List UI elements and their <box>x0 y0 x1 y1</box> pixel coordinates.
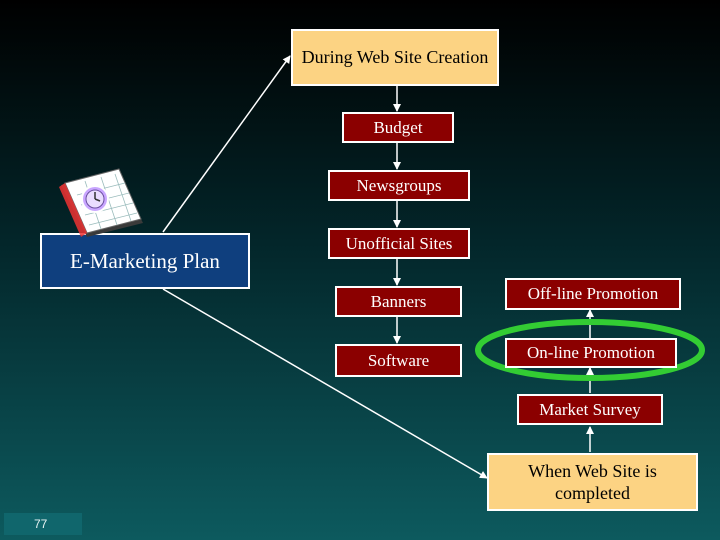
online-promotion-highlight <box>475 319 705 381</box>
banners-box: Banners <box>335 286 462 317</box>
offline-promotion-box: Off-line Promotion <box>505 278 681 310</box>
completed-box: When Web Site is completed <box>487 453 698 511</box>
during-creation-box: During Web Site Creation <box>291 29 499 86</box>
newsgroups-label: Newsgroups <box>356 175 442 195</box>
unofficial-sites-label: Unofficial Sites <box>345 233 453 253</box>
software-box: Software <box>335 344 462 377</box>
e-marketing-plan-label: E-Marketing Plan <box>70 248 220 273</box>
budget-label: Budget <box>373 117 423 137</box>
arrow-plan-to-top <box>162 55 291 233</box>
budget-box: Budget <box>342 112 454 143</box>
completed-label: When Web Site is completed <box>528 460 657 504</box>
arrow-plan-to-bottom <box>162 288 488 479</box>
page-number: 77 <box>4 513 82 535</box>
market-survey-label: Market Survey <box>539 399 641 419</box>
offline-promotion-label: Off-line Promotion <box>527 284 659 304</box>
online-promotion-label: On-line Promotion <box>527 343 655 363</box>
e-marketing-plan-box: E-Marketing Plan <box>40 233 250 289</box>
page-number-label: 77 <box>34 517 48 531</box>
market-survey-box: Market Survey <box>517 394 663 425</box>
online-promotion-box: On-line Promotion <box>505 338 677 368</box>
software-label: Software <box>367 350 430 370</box>
newsgroups-box: Newsgroups <box>328 170 470 201</box>
calendar-clock-icon <box>59 168 143 237</box>
banners-label: Banners <box>370 291 427 311</box>
during-creation-label: During Web Site Creation <box>301 47 489 68</box>
unofficial-sites-box: Unofficial Sites <box>328 228 470 259</box>
